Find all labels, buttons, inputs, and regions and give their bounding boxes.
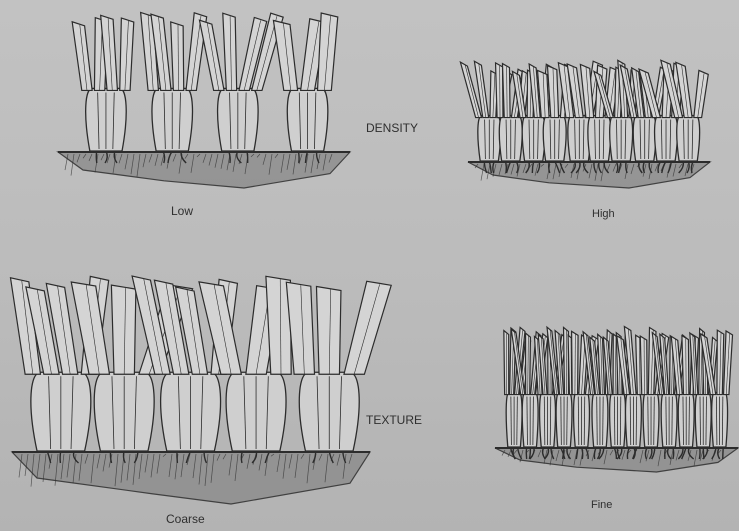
sheath-vein	[561, 397, 562, 445]
sheath-vein	[722, 397, 723, 445]
fine-caption: Fine	[591, 499, 612, 511]
grass-tiller	[199, 13, 283, 163]
leaf-blade	[199, 20, 224, 90]
root	[96, 151, 97, 163]
grass-tiller	[72, 15, 134, 163]
sheath-vein	[620, 397, 621, 445]
coarse-texture-grass-drawing	[10, 276, 391, 504]
sheath-vein	[689, 397, 690, 445]
root	[298, 151, 299, 163]
leaf-blade	[223, 13, 237, 90]
low-caption: Low	[171, 204, 193, 218]
sheath-vein	[567, 397, 568, 445]
soil-strip	[12, 452, 370, 504]
sheath-vein	[527, 397, 528, 445]
grass-tiller	[286, 281, 391, 463]
leaf-blade	[171, 22, 184, 91]
sheath-vein	[550, 397, 551, 445]
sheath-vein	[630, 397, 631, 445]
low-density-grass-drawing	[58, 12, 350, 188]
leaf-blade	[640, 336, 647, 394]
root	[665, 447, 666, 459]
sheath-vein	[614, 397, 615, 445]
sheath-vein	[666, 397, 667, 445]
leaf-blade	[111, 285, 135, 374]
sheath-vein	[511, 397, 512, 445]
sheath-vein	[533, 397, 534, 445]
grass-tiller	[141, 12, 207, 163]
root	[699, 447, 700, 459]
sheath-vein	[597, 397, 598, 445]
sheath-vein	[672, 397, 673, 445]
sheath-vein	[683, 397, 684, 445]
sheath-vein	[584, 397, 585, 445]
root	[247, 151, 248, 163]
sheath-vein	[716, 397, 717, 445]
root	[60, 451, 61, 463]
leaf-blade	[273, 20, 297, 90]
density-heading: DENSITY	[366, 121, 418, 135]
high-density-grass-drawing	[460, 60, 710, 188]
leaf-blade	[496, 63, 503, 118]
leaf-blade	[72, 22, 92, 91]
coarse-caption: Coarse	[166, 512, 205, 526]
high-caption: High	[592, 208, 615, 220]
sheath-vein	[636, 397, 637, 445]
sheath-vein	[517, 397, 518, 445]
sheath-vein	[700, 397, 701, 445]
fine-texture-grass-drawing	[495, 326, 738, 472]
sheath-vein	[603, 397, 604, 445]
sheath-vein	[706, 397, 707, 445]
sheath-vein	[578, 397, 579, 445]
texture-heading: TEXTURE	[366, 413, 422, 427]
sheath-vein	[544, 397, 545, 445]
leaf-blade	[504, 331, 509, 395]
sheath-vein	[654, 397, 655, 445]
leaf-blade	[316, 287, 340, 375]
leaf-blade	[682, 336, 689, 395]
root	[506, 161, 507, 173]
grass-tiller	[273, 13, 337, 163]
soil-strip	[495, 448, 738, 472]
sheath-vein	[648, 397, 649, 445]
leaf-blade	[502, 64, 510, 118]
